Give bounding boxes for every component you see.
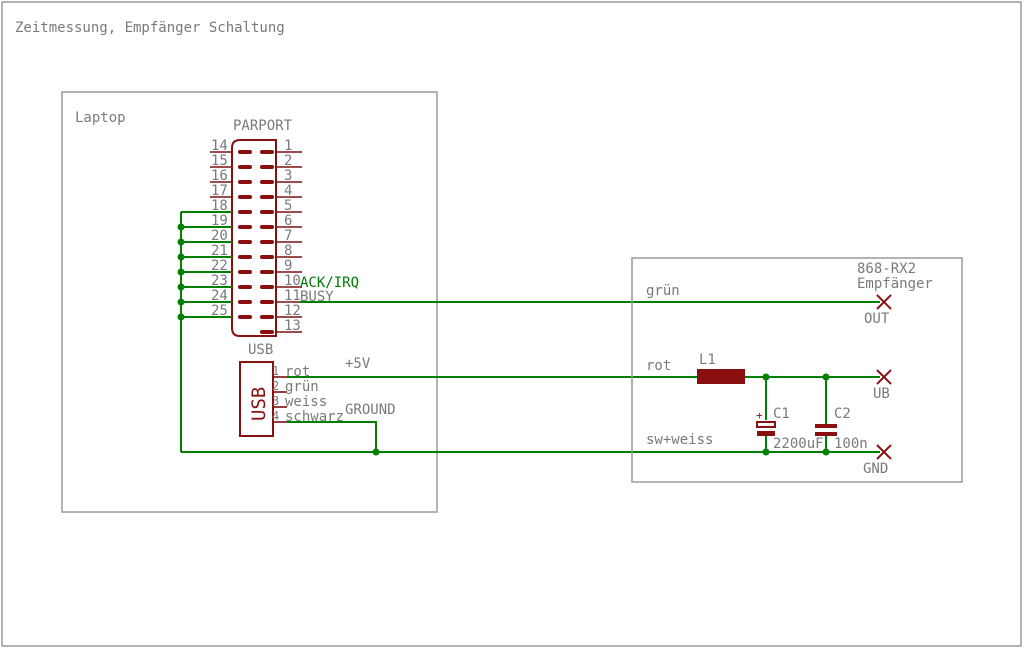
parport-pin-label: 13 xyxy=(284,318,301,334)
out-label: OUT xyxy=(864,311,890,327)
parport-pin-label: 7 xyxy=(284,228,292,244)
gnd-label: GND xyxy=(863,461,888,477)
parport-ground-bus xyxy=(177,211,232,452)
parport-pin-label: 4 xyxy=(284,183,292,199)
laptop-label: Laptop xyxy=(75,110,126,126)
usb-label: USB xyxy=(248,387,270,421)
parport-pin-label: 16 xyxy=(211,168,228,184)
parport-pin-label: 12 xyxy=(284,303,301,319)
l1-label: L1 xyxy=(699,352,716,368)
usb-pin-name: weiss xyxy=(285,394,327,410)
parport-pin-label: 10 xyxy=(284,273,301,289)
out-terminal-icon xyxy=(876,294,892,310)
c1-capacitor: + xyxy=(756,377,776,456)
l1-inductor xyxy=(697,369,745,384)
parport-pin-label: 11 xyxy=(284,288,301,304)
plus5v-label: +5V xyxy=(345,356,371,372)
ub-label: UB xyxy=(873,386,890,402)
ground-junction xyxy=(372,448,380,456)
wire-label-swweiss: sw+weiss xyxy=(646,432,713,448)
parport-pin-label: 22 xyxy=(211,258,228,274)
parport-shell xyxy=(231,139,277,337)
c1-label: C1 xyxy=(773,406,790,422)
parport-pin-label: 3 xyxy=(284,168,292,184)
sheet-title: Zeitmessung, Empfänger Schaltung xyxy=(15,20,285,36)
parport-pin-label: 8 xyxy=(284,243,292,259)
receiver-title-2: Empfänger xyxy=(857,276,933,292)
parport-label: PARPORT xyxy=(233,118,293,134)
parport-pin-label: 6 xyxy=(284,213,292,229)
gnd-terminal-icon xyxy=(876,444,892,460)
usb-pin-number: 1 xyxy=(272,364,279,378)
receiver-title-1: 868-RX2 xyxy=(857,261,916,277)
parport-pin-label: 5 xyxy=(284,198,292,214)
parport-pin-label: 15 xyxy=(211,153,228,169)
parport-pin-label: 21 xyxy=(211,243,228,259)
usb-pin-name: grün xyxy=(285,379,319,395)
parport-pin-label: 2 xyxy=(284,153,292,169)
ground-label: GROUND xyxy=(345,402,396,418)
parport-pin-label: 19 xyxy=(211,213,228,229)
parport-pins: 1415161718192021222324251234567891011121… xyxy=(210,138,302,334)
ub-terminal-icon xyxy=(876,369,892,385)
wire-label-rot: rot xyxy=(646,358,671,374)
parport-pin-label: 18 xyxy=(211,198,228,214)
usb-ref: USB xyxy=(248,342,273,358)
parport-pin-label: 24 xyxy=(211,288,228,304)
c2-value: 100n xyxy=(834,436,868,452)
c2-capacitor xyxy=(815,377,837,456)
c2-label: C2 xyxy=(834,406,851,422)
ack-irq-label: ACK/IRQ xyxy=(300,275,359,291)
parport-pin-label: 23 xyxy=(211,273,228,289)
usb-pin-number: 3 xyxy=(272,394,279,408)
usb-pin-number: 4 xyxy=(272,409,279,423)
c1-value: 2200uF xyxy=(773,436,824,452)
wire-label-gruen: grün xyxy=(646,283,680,299)
parport-pin-label: 20 xyxy=(211,228,228,244)
usb-ground-wire xyxy=(287,421,377,452)
parport-pin-label: 25 xyxy=(211,303,228,319)
receiver-frame xyxy=(631,257,963,483)
parport-pin-label: 1 xyxy=(284,138,292,154)
svg-text:+: + xyxy=(756,409,763,422)
parport-pin-label: 17 xyxy=(211,183,228,199)
parport-pin-label: 9 xyxy=(284,258,292,274)
usb-pin-number: 2 xyxy=(272,379,279,393)
parport-pin-label: 14 xyxy=(211,138,228,154)
usb-body xyxy=(239,361,274,437)
